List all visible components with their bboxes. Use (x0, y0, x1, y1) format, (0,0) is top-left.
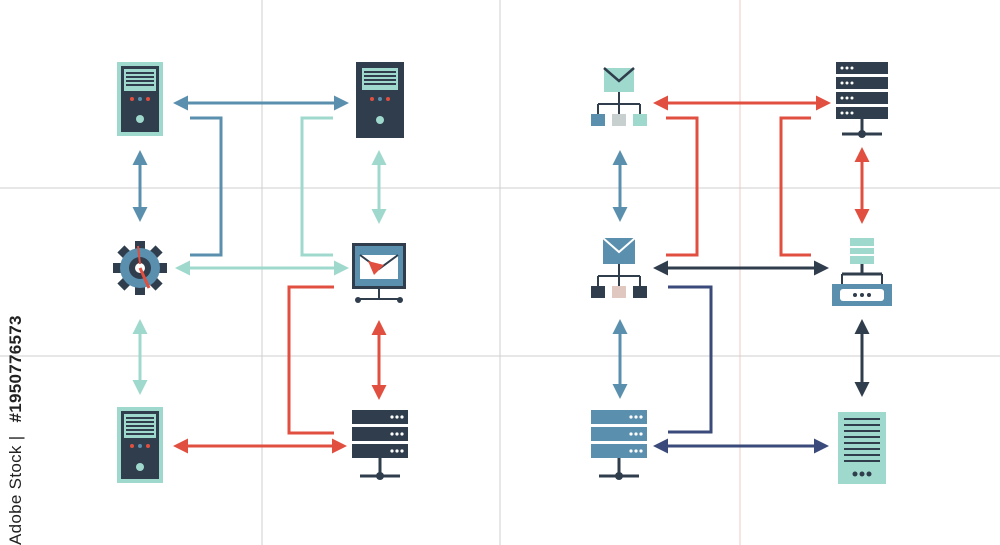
left-connectors (132, 95, 387, 454)
email-network-icon (591, 67, 647, 126)
link-bracket-navy (668, 285, 713, 434)
link-bracket-teal (190, 116, 223, 257)
network-switch-icon (832, 238, 892, 306)
gear-icon (113, 241, 167, 295)
server-rack-network-icon (836, 62, 888, 138)
email-network-icon (352, 243, 406, 303)
email-network-icon (591, 237, 647, 298)
server-tower-dark-icon (356, 62, 404, 138)
stock-watermark: Adobe Stock | #1950776573 (6, 315, 26, 545)
link-bracket-red-right (779, 116, 811, 257)
server-cabinet-icon (838, 412, 886, 484)
link-bracket-red (287, 285, 334, 435)
right-diagram (591, 62, 892, 484)
link-bracket-red-left (666, 116, 699, 257)
watermark-separator: | (6, 435, 25, 441)
watermark-brand: Adobe Stock (6, 445, 25, 545)
server-tower-icon (117, 62, 163, 136)
server-tower-icon (117, 407, 163, 483)
right-connectors (612, 95, 870, 454)
server-rack-network-icon (591, 410, 647, 480)
left-diagram (113, 62, 408, 483)
link-bracket-mint (300, 116, 333, 257)
server-rack-network-icon (352, 410, 408, 480)
watermark-id: #1950776573 (6, 315, 25, 423)
